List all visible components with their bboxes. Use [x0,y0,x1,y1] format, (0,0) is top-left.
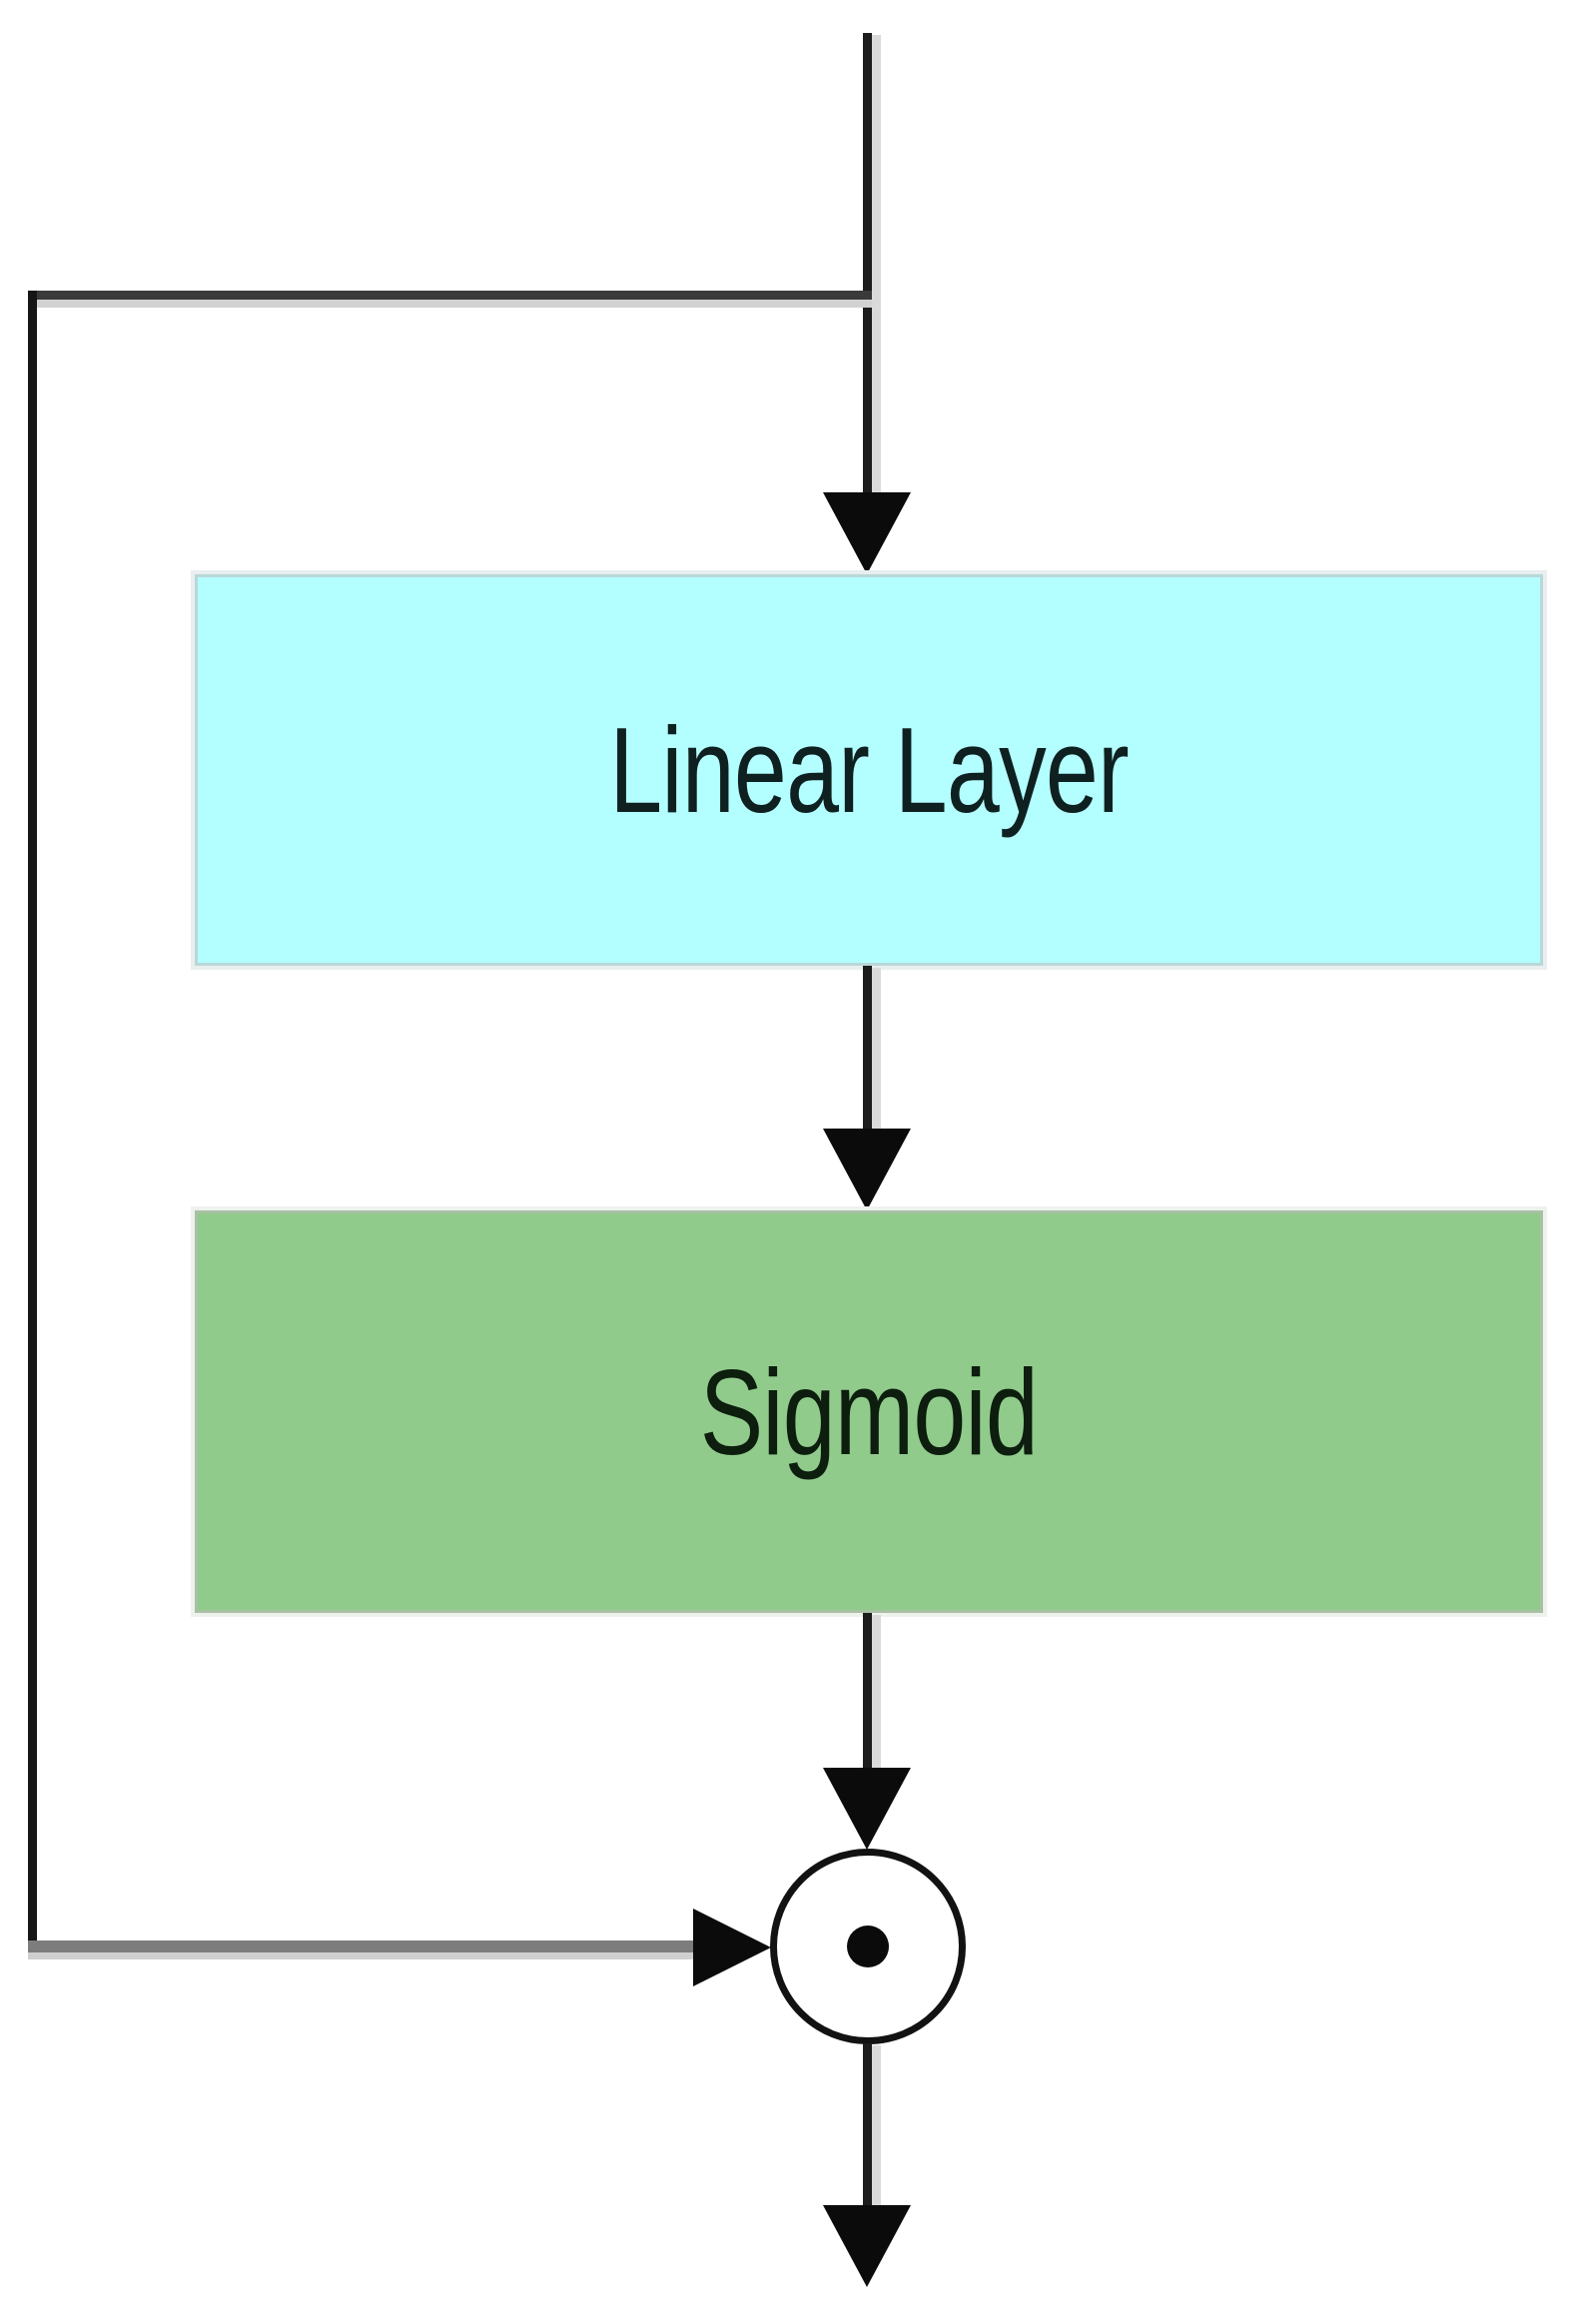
product-dot-icon [847,1926,889,1967]
arrowhead-output-icon [823,2205,911,2287]
sigmoid-to-product-edge-line [863,1613,872,1772]
sigmoid-label: Sigmoid [699,1343,1039,1480]
arrowhead-into-sigmoid-icon [823,1129,911,1210]
skip-edge-left-line [28,291,37,1951]
linear-to-sigmoid-edge-line [863,966,872,1133]
elementwise-product-node [770,1849,966,2044]
arrowhead-into-product-top-icon [823,1768,911,1850]
arrowhead-into-linear-icon [823,492,911,574]
linear-layer-node: Linear Layer [195,574,1543,966]
sigmoid-node: Sigmoid [195,1210,1543,1613]
arrowhead-into-product-icon [693,1909,771,1986]
skip-edge-top-line [28,291,872,300]
linear-layer-label: Linear Layer [609,702,1129,838]
input-edge-line [863,33,872,492]
output-edge-line [863,2043,872,2209]
skip-edge-bottom-line [28,1940,693,1952]
